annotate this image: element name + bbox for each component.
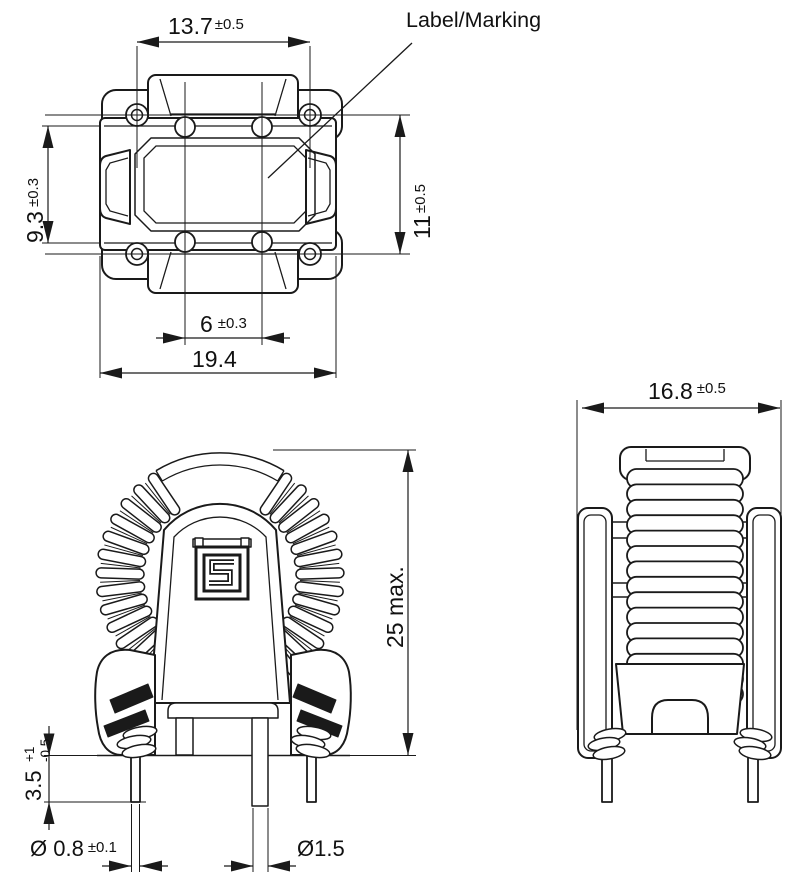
peg-right	[251, 717, 269, 807]
dim-peg-diameter: Ø1.5	[224, 836, 345, 872]
top-view	[99, 74, 343, 294]
dim-pin-pitch: 6±0.3	[156, 311, 290, 344]
dim-top-width-text: 13.7±0.5	[168, 13, 244, 39]
dim-side-width-text: 16.8±0.5	[648, 378, 726, 404]
dim-body-depth-text: 9.3±0.3	[22, 178, 48, 243]
side-wrap-left	[587, 727, 627, 761]
center-housing	[149, 502, 291, 704]
label-leader-line	[267, 42, 413, 179]
side-wrap-right	[733, 727, 773, 761]
svg-text:3.5: 3.5	[21, 770, 46, 801]
side-clip-right	[746, 507, 782, 759]
dim-pin-protrusion: 3.5 +1 -0.5	[21, 726, 55, 830]
side-clip-left	[577, 507, 613, 759]
wire-wrap-right	[290, 725, 332, 759]
dim-wire-pin-diameter: Ø 0.8±0.1	[30, 836, 168, 872]
dim-eyelet-row-spacing: 11±0.5	[394, 115, 435, 254]
side-view	[577, 446, 782, 803]
dim-wire-pin-text: Ø 0.8±0.1	[30, 836, 117, 861]
dim-pin-pitch-text: 6±0.3	[200, 311, 247, 337]
dim-max-height: 25 max.	[382, 450, 414, 755]
peg-left	[175, 717, 194, 756]
label-callout: Label/Marking	[267, 8, 541, 179]
dim-max-height-text: 25 max.	[382, 566, 408, 648]
case-top-arc	[155, 452, 285, 482]
dim-pin-protrusion-text: 3.5 +1 -0.5	[21, 739, 53, 801]
dim-overall-width: 19.4	[100, 346, 336, 379]
dim-side-width: 16.8±0.5	[582, 378, 780, 414]
base-arch	[651, 699, 709, 735]
dim-body-depth: 9.3±0.3	[22, 126, 54, 243]
front-view	[94, 452, 352, 807]
base-front	[167, 702, 279, 719]
dim-overall-width-text: 19.4	[192, 346, 237, 372]
schaffner-logo	[192, 537, 252, 601]
extension-lines	[42, 46, 782, 872]
dim-eyelet-row-text: 11±0.5	[409, 184, 435, 239]
svg-text:-0.5: -0.5	[38, 739, 53, 762]
dim-peg-diameter-text: Ø1.5	[297, 836, 345, 861]
dimensions: 13.7±0.5 9.3±0.3 11±0.5 6±0.3 19.4 16.8±…	[21, 13, 780, 872]
svg-text:+1: +1	[22, 747, 37, 762]
label-marking-text: Label/Marking	[406, 8, 541, 32]
wire-wrap-left	[116, 725, 158, 759]
dim-top-width: 13.7±0.5	[137, 13, 310, 48]
